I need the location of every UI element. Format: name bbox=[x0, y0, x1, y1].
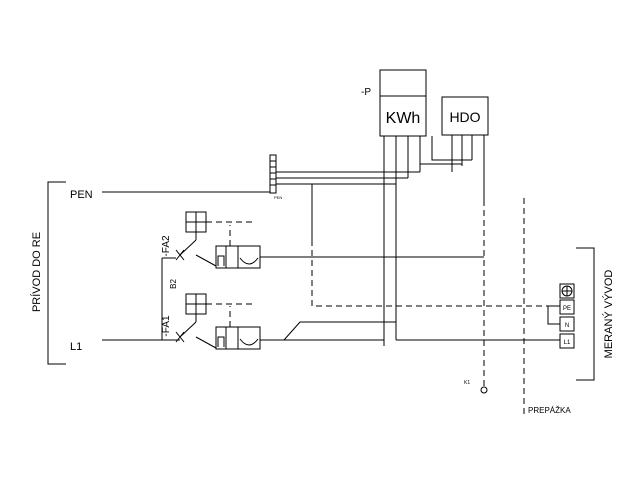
k1-label: K1 bbox=[464, 380, 470, 386]
terminal-l1-label: L1 bbox=[564, 340, 571, 346]
supply-label: PRÍVOD DO RE bbox=[30, 232, 43, 312]
terminal-n-label: N bbox=[565, 323, 569, 329]
l1-label: L1 bbox=[70, 341, 82, 353]
kwh-meter: KWh bbox=[379, 69, 427, 137]
fa1-output-line-2 bbox=[283, 321, 396, 341]
kwh-meter-label: KWh bbox=[386, 110, 421, 127]
pen-label: PEN bbox=[70, 189, 93, 201]
hdo-meter-link bbox=[419, 150, 462, 165]
output-terminal-block: PE N L1 bbox=[559, 283, 575, 349]
fa2-label: -FA2 bbox=[161, 235, 172, 257]
terminal-pe-label: PE bbox=[563, 306, 571, 312]
output-bracket bbox=[576, 247, 595, 381]
hdo-meter-link-2 bbox=[431, 136, 472, 161]
k1-contact bbox=[480, 386, 488, 394]
hdo-receiver: HDO bbox=[441, 96, 489, 136]
breaker-fa1 bbox=[175, 293, 261, 350]
pe-jumper bbox=[547, 305, 560, 325]
breaker-fa2 bbox=[175, 211, 261, 269]
pen-terminal-bar: PEN bbox=[269, 154, 282, 200]
hdo-label: HDO bbox=[449, 109, 480, 125]
metered-neutral-bus bbox=[311, 240, 560, 307]
output-label: MERANÝ VÝVOD bbox=[602, 270, 615, 359]
supply-bracket bbox=[47, 181, 66, 365]
pen-bar-label: PEN bbox=[274, 195, 282, 200]
b2-label: B2 bbox=[169, 279, 178, 289]
meter-tag-label: -P bbox=[361, 87, 371, 98]
fa1-label: -FA1 bbox=[161, 315, 172, 337]
partition-label: PREPÁŽKA bbox=[528, 406, 571, 415]
